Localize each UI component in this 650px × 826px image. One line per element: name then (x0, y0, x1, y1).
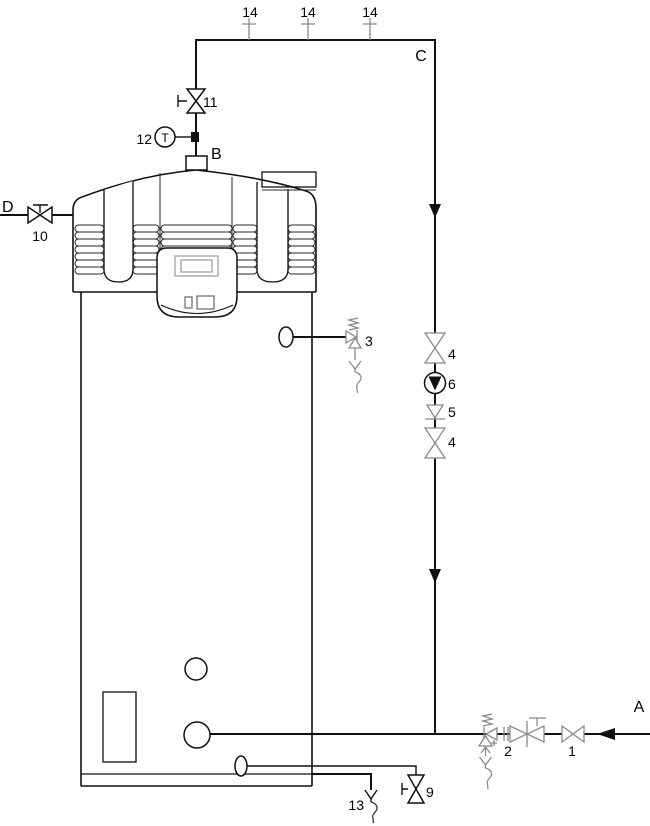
vent-tick-3 (363, 18, 377, 40)
flow-arrow-a (597, 728, 615, 740)
drain-squiggle-icon (485, 767, 493, 790)
circulation-pump-6 (423, 371, 447, 395)
drain-line-9 (241, 765, 417, 775)
vent-circuit-pipe (195, 39, 436, 734)
dome-strap-lines (159, 173, 233, 253)
label-14-3: 14 (362, 4, 378, 20)
label-valve-4-lower: 4 (448, 434, 456, 450)
vent-tick-1 (242, 18, 256, 40)
vent-connections (242, 18, 377, 40)
check-valve-5 (425, 404, 445, 420)
discharge-arrow (480, 745, 491, 756)
point-label-c: C (415, 48, 427, 65)
gauge-dial (154, 126, 176, 148)
condensate-drain-13 (364, 789, 378, 824)
label-valve-3: 3 (365, 333, 373, 349)
label-valve-10: 10 (32, 228, 48, 244)
fitting-b (185, 155, 208, 171)
shutoff-valve-11 (177, 88, 207, 114)
label-valve-2: 2 (504, 743, 512, 759)
temperature-gauge-12: T (154, 126, 199, 148)
drain-squiggle-icon (354, 371, 362, 394)
label-valve-1: 1 (568, 743, 576, 759)
relief-port (278, 326, 294, 348)
spring-icon (346, 317, 361, 331)
strap-left (103, 181, 134, 283)
flow-arrow-down-2 (429, 569, 441, 583)
cold-inlet-port (183, 721, 211, 749)
display-screen-inner (180, 259, 213, 273)
labels: 14 14 14 C 11 12 B D 10 3 4 6 5 4 A 2 1 … (2, 4, 645, 813)
water-heater-tank (72, 169, 317, 787)
label-valve-4-upper: 4 (448, 346, 456, 362)
tundish-y-icon (348, 360, 362, 372)
shutoff-valve-10 (27, 204, 53, 225)
shutoff-valve-4-lower (423, 427, 447, 459)
vent-box (261, 171, 317, 191)
pipework (0, 39, 650, 790)
tank-body (80, 292, 313, 787)
point-label-b: B (211, 146, 222, 163)
drain-squiggle-icon (370, 801, 378, 824)
rating-plate (102, 691, 137, 763)
shutoff-valve-1 (561, 724, 585, 744)
label-valve-9: 9 (426, 784, 434, 800)
rib-group-4 (287, 224, 316, 275)
shutoff-valve-4-upper (423, 332, 447, 364)
point-label-a: A (634, 699, 645, 716)
display-screen (174, 255, 219, 277)
spring-icon (480, 713, 495, 727)
label-gauge-12: 12 (136, 131, 152, 147)
test-cross (491, 740, 497, 746)
tundish-y-icon (478, 756, 493, 768)
rib-group-2 (132, 224, 160, 275)
panel-button-large (196, 295, 215, 310)
rib-group-1 (74, 224, 105, 275)
upper-port (184, 657, 208, 681)
point-label-d: D (2, 199, 14, 216)
label-valve-5: 5 (448, 404, 456, 420)
inlet-relief-valve (477, 713, 498, 790)
vent-tick-2 (301, 18, 315, 40)
drain-port (234, 755, 248, 777)
tundish-y-icon (364, 789, 378, 802)
panel-button-small (184, 296, 193, 309)
label-drain-13: 13 (348, 797, 364, 813)
strap-right (256, 182, 289, 283)
gauge-tee (191, 132, 199, 142)
gauge-letter: T (161, 131, 169, 145)
condensate-line-13 (312, 773, 372, 790)
label-valve-11: 11 (203, 94, 218, 110)
label-14-1: 14 (242, 4, 258, 20)
label-pump-6: 6 (448, 376, 456, 392)
relief-valve-3 (345, 317, 363, 394)
flow-arrow-down-1 (429, 204, 441, 218)
backflow-preventer-2 (503, 717, 546, 747)
label-14-2: 14 (300, 4, 316, 20)
drain-valve-9 (401, 774, 426, 804)
control-panel (156, 247, 238, 318)
